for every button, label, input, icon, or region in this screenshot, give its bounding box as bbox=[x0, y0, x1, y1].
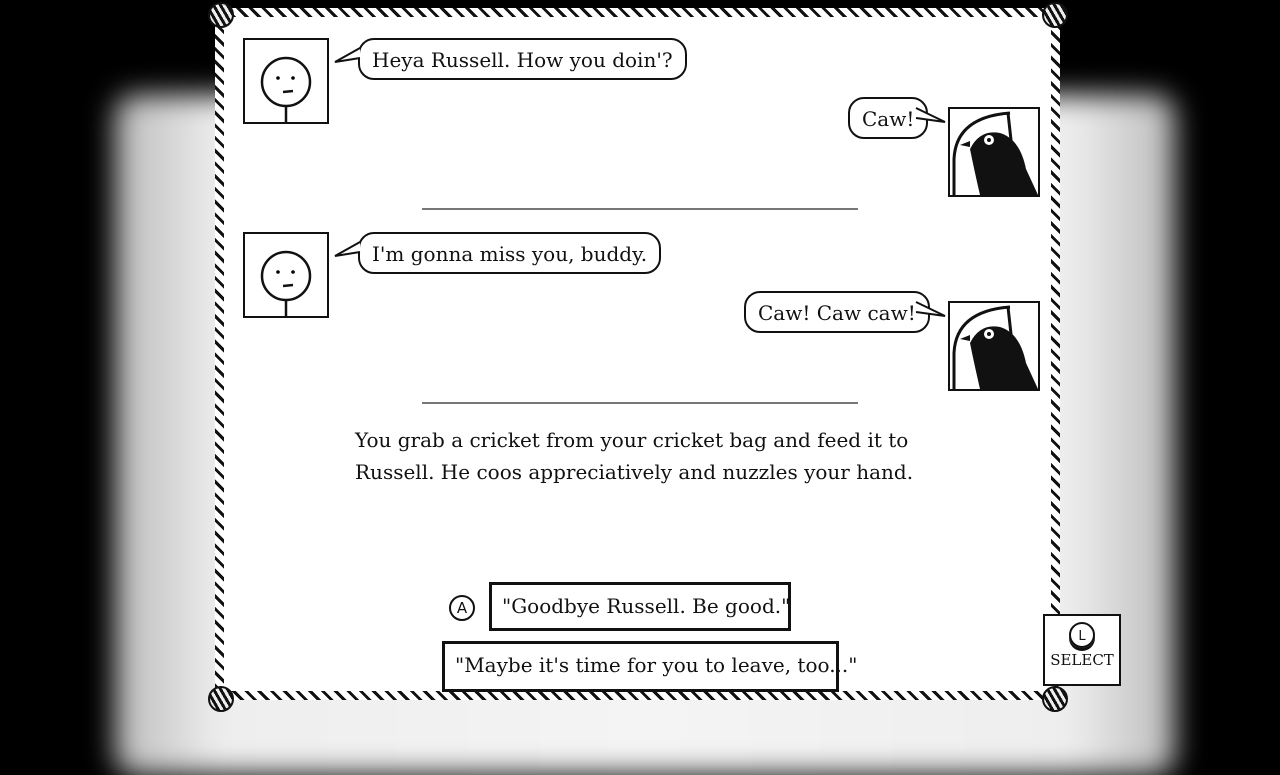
stick-face-icon bbox=[260, 250, 312, 316]
bubble-tail-icon bbox=[334, 47, 361, 63]
narration-text: You grab a cricket from your cricket bag… bbox=[355, 428, 914, 484]
player-speech-bubble: I'm gonna miss you, buddy. bbox=[358, 232, 662, 274]
crow-icon bbox=[952, 111, 1038, 195]
l-button-icon: L bbox=[1069, 622, 1095, 648]
rope-knot-icon bbox=[208, 686, 234, 712]
stick-face-icon bbox=[260, 56, 312, 122]
bubble-tail-icon bbox=[334, 241, 361, 257]
bubble-tail-icon bbox=[915, 301, 946, 317]
divider bbox=[422, 208, 858, 210]
bubble-tail-icon bbox=[915, 107, 946, 123]
player-portrait bbox=[243, 38, 329, 124]
rope-knot-icon bbox=[208, 2, 234, 28]
player-speech-bubble: Heya Russell. How you doin'? bbox=[358, 38, 687, 80]
player-portrait bbox=[243, 232, 329, 318]
a-button-icon: A bbox=[449, 595, 475, 621]
divider bbox=[422, 402, 858, 404]
crow-icon bbox=[952, 305, 1038, 389]
rope-knot-icon bbox=[1042, 2, 1068, 28]
crow-portrait bbox=[948, 107, 1040, 197]
crow-speech-bubble: Caw! Caw caw! bbox=[744, 291, 930, 333]
crow-portrait bbox=[948, 301, 1040, 391]
rope-knot-icon bbox=[1042, 686, 1068, 712]
choice-time-to-leave[interactable]: "Maybe it's time for you to leave, too..… bbox=[442, 641, 857, 692]
choice-goodbye[interactable]: "Goodbye Russell. Be good." bbox=[489, 582, 791, 631]
select-button[interactable]: L SELECT bbox=[1043, 614, 1121, 686]
select-label: SELECT bbox=[1050, 651, 1114, 669]
